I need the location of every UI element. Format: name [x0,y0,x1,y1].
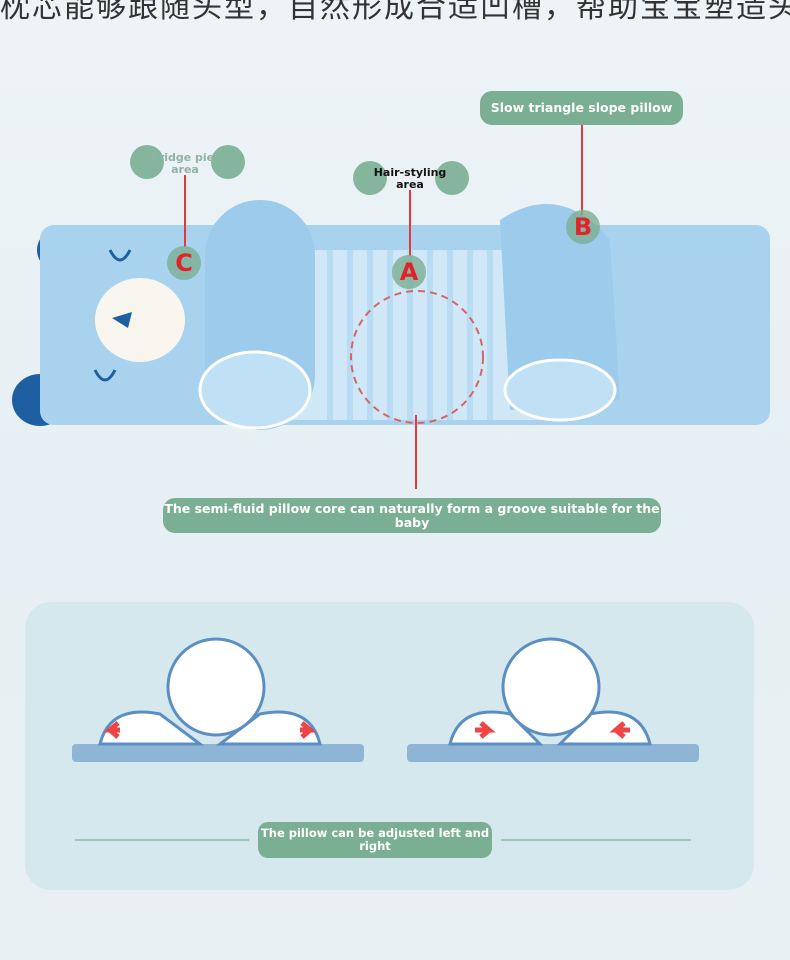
callout-hair-styling: Hair-styling area [373,166,447,191]
divider-right [501,839,691,841]
head-diagram-left [72,637,364,762]
pointer-line-a [409,190,411,256]
head-diagram-right [407,637,699,762]
adjust-panel: The pillow can be adjusted left and righ… [25,602,754,890]
marker-c: C [167,246,201,280]
divider-left [75,839,249,841]
callout-pillow-core: The semi-fluid pillow core can naturally… [163,498,661,533]
header-text: 枕芯能够跟随头型，自然形成合适凹槽，帮助宝宝塑造头型 [0,0,790,25]
callout-dot [435,161,469,195]
pointer-line-core [415,415,417,489]
pointer-line-b [581,125,583,215]
callout-dot [130,145,164,179]
callout-slope-pillow: Slow triangle slope pillow [480,91,683,125]
callout-dot [353,161,387,195]
marker-b: B [566,210,600,244]
pointer-line-c [184,175,186,247]
marker-a: A [392,255,426,289]
callout-adjustable: The pillow can be adjusted left and righ… [258,822,492,858]
callout-bridge-pier: Bridge pier area [150,151,220,176]
callout-dot [211,145,245,179]
pillow-illustration [12,200,770,430]
